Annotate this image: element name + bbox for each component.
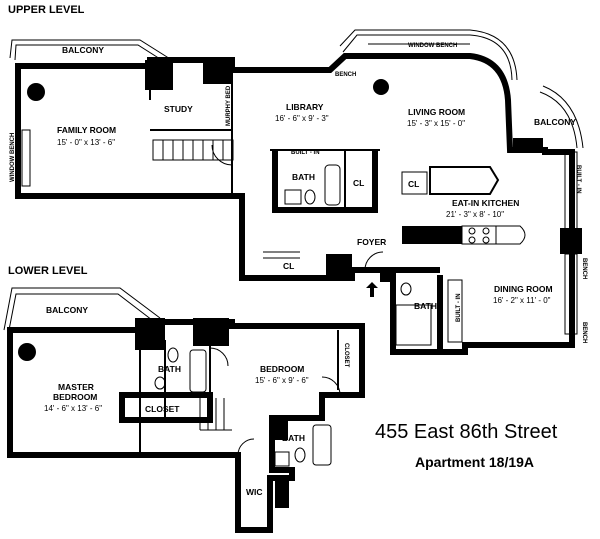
lower-balcony-label: BALCONY: [46, 305, 88, 315]
lower-level-plan: [3, 287, 365, 533]
lower-level-title: LOWER LEVEL: [8, 265, 88, 277]
upper-right-balcony-rail-inner: [539, 91, 578, 149]
column: [513, 138, 543, 152]
entry-arrow-icon: [366, 282, 378, 297]
column: [145, 60, 173, 90]
closet-bedroom-label: CLOSET: [343, 343, 349, 368]
master-name-1: MASTER: [58, 382, 94, 392]
upper-top-balcony-rail: [339, 29, 518, 81]
window-bench-left: [21, 129, 31, 187]
living-room-dim: 15' - 3" x 15' - 0": [407, 119, 465, 128]
builtin-right-strip: [564, 151, 578, 233]
round-column: [373, 79, 389, 95]
murphy-bed-label: MURPHY BED: [226, 85, 232, 126]
round-column: [18, 343, 36, 361]
cl-library-label: CL: [353, 178, 364, 188]
lower-exterior-wall: [7, 319, 365, 533]
window-bench-top-label: WINDOW BENCH: [408, 43, 457, 49]
balcony-right-label: BALCONY: [534, 117, 576, 127]
library-dim: 16' - 6" x 9' - 3": [275, 114, 329, 123]
window-bench-left-label: WINDOW BENCH: [10, 133, 16, 182]
family-room-dim: 15' - 0" x 13' - 6": [57, 138, 115, 147]
bench-top-label: BENCH: [335, 72, 356, 78]
column: [560, 228, 582, 254]
builtin-dining-label: BUILT - IN: [456, 293, 462, 322]
closet-master-label: CLOSET: [145, 404, 180, 414]
library-left-wall: [231, 130, 243, 278]
master-dim: 14' - 6" x 13' - 6": [44, 404, 102, 413]
door-swing: [211, 144, 233, 166]
builtin-library-label: BUILT - IN: [291, 150, 320, 156]
column: [193, 318, 229, 346]
bath-lower-label: BATH: [282, 433, 305, 443]
cl-foyer-label: CL: [283, 261, 294, 271]
library-bath-walls: [272, 150, 378, 213]
bench-right-2-label: BENCH: [581, 322, 587, 343]
sliding-door: [263, 251, 300, 259]
lower-balcony-rail: [3, 287, 161, 331]
column: [203, 58, 231, 84]
library-name: LIBRARY: [286, 102, 324, 112]
upper-staircase: [152, 139, 234, 161]
bedroom-dim: 15' - 6" x 9' - 6": [255, 376, 309, 385]
upper-exterior-wall: [15, 53, 575, 355]
study-label: STUDY: [164, 104, 193, 114]
column: [270, 420, 288, 440]
foyer-label: FOYER: [357, 237, 386, 247]
lower-bath-fixtures: [154, 347, 332, 467]
door-swing: [321, 376, 341, 396]
address-street: 455 East 86th Street: [375, 421, 558, 443]
address-apartment: Apartment 18/19A: [415, 454, 534, 470]
family-room-name: FAMILY ROOM: [57, 125, 116, 135]
dining-room-name: DINING ROOM: [494, 284, 553, 294]
round-column: [27, 83, 45, 101]
column: [326, 254, 352, 278]
cl-kitchen-label: CL: [408, 179, 419, 189]
door-swing: [237, 438, 255, 456]
upper-left-balcony-rail-inner: [14, 44, 169, 65]
bath-upper-label: BATH: [292, 172, 315, 182]
upper-level-plan: [9, 29, 584, 355]
upper-right-balcony-rail: [542, 85, 584, 149]
kitchen-counters: [401, 166, 526, 245]
dining-room-dim: 16' - 2" x 11' - 0": [493, 296, 551, 305]
kitchen-dim: 21' - 3" x 8' - 10": [446, 210, 504, 219]
bath-foyer-label: BATH: [414, 301, 437, 311]
master-name-2: BEDROOM: [53, 392, 97, 402]
upper-left-balcony-rail: [9, 39, 176, 63]
balcony-left-label: BALCONY: [62, 45, 104, 55]
bedroom-name: BEDROOM: [260, 364, 304, 374]
bath-master-label: BATH: [158, 364, 181, 374]
column: [275, 478, 289, 508]
master-closet: [119, 392, 213, 423]
bench-right-1-label: BENCH: [581, 258, 587, 279]
lower-balcony-rail-inner: [8, 293, 153, 331]
door-swing: [209, 347, 229, 367]
door-swing: [364, 251, 384, 271]
upper-top-balcony-rail-inner: [342, 34, 513, 81]
living-room-name: LIVING ROOM: [408, 107, 465, 117]
column: [380, 268, 394, 282]
kitchen-name: EAT-IN KITCHEN: [452, 198, 519, 208]
builtin-right-label: BUILT - IN: [575, 165, 581, 194]
upper-level-title: UPPER LEVEL: [8, 4, 85, 16]
lower-staircase: [199, 398, 232, 431]
bench-right-strip: [564, 253, 578, 335]
column: [135, 318, 165, 350]
wic-label: WIC: [246, 487, 263, 497]
upper-bath-fixtures: [284, 164, 463, 346]
